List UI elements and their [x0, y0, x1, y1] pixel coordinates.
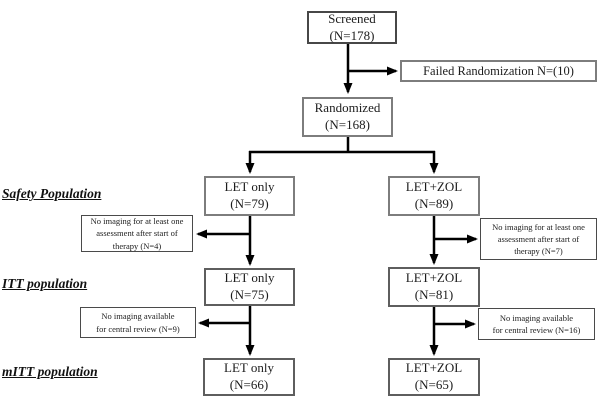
exclusion-safety-left-box: No imaging for at least one assessment a… — [81, 215, 193, 252]
safety-let-only-label: LET only — [224, 179, 275, 195]
mitt-let-zol-box: LET+ZOL (N=65) — [388, 358, 480, 396]
itt-let-only-label: LET only — [224, 270, 275, 286]
exclusion-text-line: No imaging for at least one — [90, 216, 184, 227]
exclusion-text-line: No imaging available — [499, 312, 574, 323]
exclusion-itt-right-box: No imaging available for central review … — [478, 308, 595, 340]
exclusion-text-line: therapy (N=7) — [514, 246, 563, 257]
itt-let-only-count: (N=75) — [230, 287, 269, 302]
failed-randomization-box: Failed Randomization N=(10) — [400, 60, 597, 82]
row-label-safety-population: Safety Population — [2, 186, 102, 201]
itt-let-zol-count: (N=81) — [414, 287, 454, 302]
row-label-itt-population: ITT population — [2, 276, 88, 291]
randomized-count: (N=168) — [325, 117, 370, 132]
mitt-let-only-label: LET only — [224, 360, 274, 376]
itt-let-zol-box: LET+ZOL (N=81) — [388, 267, 480, 307]
mitt-let-zol-count: (N=65) — [414, 377, 454, 392]
exclusion-itt-left-box: No imaging available for central review … — [80, 307, 196, 338]
exclusion-text-line: No imaging available — [101, 311, 175, 322]
mitt-let-only-count: (N=66) — [229, 377, 269, 392]
safety-let-only-box: LET only (N=79) — [204, 176, 295, 216]
exclusion-text-line: for central review (N=16) — [492, 325, 581, 335]
randomized-box: Randomized (N=168) — [302, 97, 393, 137]
itt-let-zol-label: LET+ZOL — [405, 270, 463, 286]
exclusion-text-line: assessment after start of — [497, 233, 580, 244]
safety-let-zol-count: (N=89) — [414, 196, 454, 211]
mitt-let-zol-label: LET+ZOL — [405, 360, 463, 376]
exclusion-text-line: assessment after start of — [96, 228, 178, 239]
exclusion-text-line: for central review (N=9) — [96, 323, 180, 334]
randomized-label: Randomized — [314, 100, 381, 116]
screened-count: (N=178) — [329, 27, 375, 43]
exclusion-text-line: No imaging for at least one — [492, 221, 585, 232]
row-label-mitt-population: mITT population — [2, 364, 98, 379]
safety-let-zol-label: LET+ZOL — [405, 179, 463, 195]
safety-let-zol-box: LET+ZOL (N=89) — [388, 176, 480, 216]
safety-let-only-count: (N=79) — [230, 196, 269, 211]
itt-let-only-box: LET only (N=75) — [204, 268, 295, 306]
failed-randomization-label: Failed Randomization N=(10) — [423, 64, 574, 78]
screened-box: Screened (N=178) — [307, 11, 397, 44]
mitt-let-only-box: LET only (N=66) — [203, 358, 295, 396]
exclusion-text-line: therapy (N=4) — [112, 240, 162, 251]
screened-label: Screened — [328, 10, 376, 26]
exclusion-safety-right-box: No imaging for at least one assessment a… — [480, 218, 597, 260]
